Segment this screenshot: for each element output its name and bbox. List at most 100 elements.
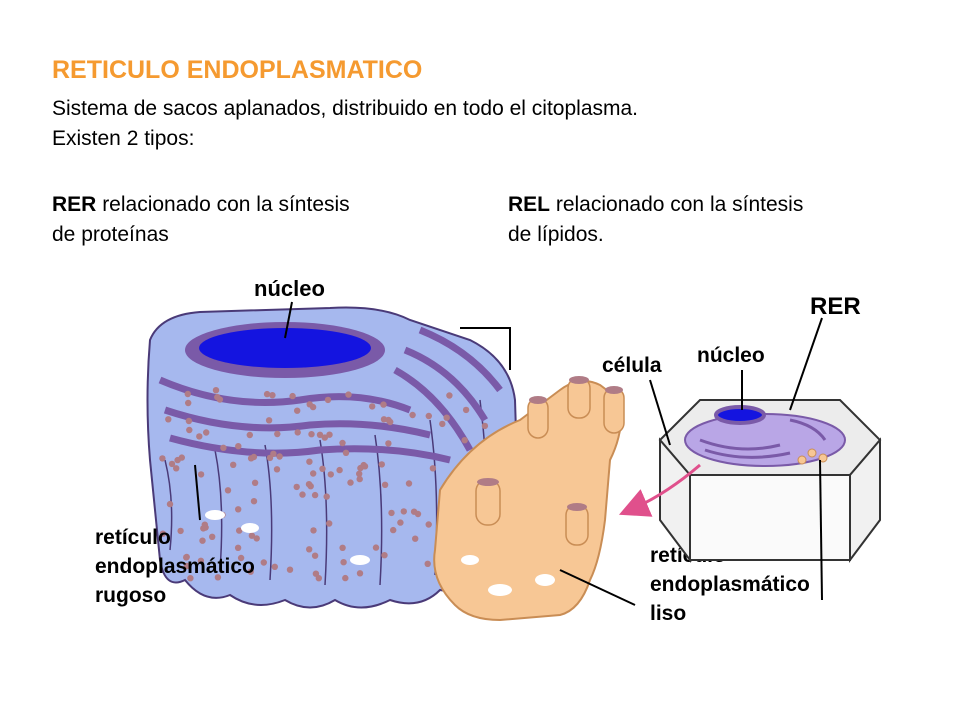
ribosome-dot: [381, 481, 389, 488]
ribosome-dot: [269, 392, 276, 399]
ribosome-dot: [462, 406, 470, 414]
ribosomes: [159, 387, 494, 582]
smooth-er-body: [433, 380, 623, 622]
ribosome-dot: [323, 493, 330, 500]
ribosome-dot: [186, 426, 193, 434]
ribosome-dot: [336, 466, 343, 474]
ribosome-dot: [159, 530, 167, 537]
ribosome-dot: [220, 444, 227, 451]
ribosome-dot: [224, 487, 232, 494]
ribosome-dot: [236, 527, 243, 534]
rel-abbr: REL: [508, 193, 550, 216]
label-nucleo-inset: núcleo: [697, 344, 765, 367]
ribosome-dot: [481, 422, 489, 430]
ribosome-dot: [165, 416, 172, 423]
ribosome-dot: [310, 470, 317, 477]
ribosome-dot: [214, 393, 221, 401]
ribosome-dot: [425, 412, 432, 420]
rer-description: RER relacionado con la síntesis de prote…: [52, 190, 350, 250]
ribosome-dot: [390, 526, 397, 534]
ribosome-dot: [356, 470, 363, 477]
rer-line-1-text: relacionado con la síntesis: [102, 193, 350, 216]
ribosome-dot: [385, 440, 392, 447]
ribosome-dot: [326, 520, 333, 527]
ribosome-dot: [253, 535, 260, 542]
ribosome-dot: [319, 465, 326, 472]
ribosome-dot: [372, 544, 380, 551]
ribosome-dot: [197, 557, 205, 564]
ribosome-dot: [168, 460, 176, 468]
ribosome-dot: [305, 481, 313, 488]
ribosome-dot: [235, 506, 242, 513]
ribosome-dot: [429, 465, 437, 472]
inset-cell: [658, 399, 882, 563]
rough-er-leader: [194, 464, 201, 521]
ribosome-dot: [311, 491, 319, 499]
ribosome-dot: [273, 466, 281, 473]
ribosome-dot: [234, 544, 242, 551]
rer-line-1: RER relacionado con la síntesis: [52, 190, 350, 220]
ribosome-dot: [270, 450, 277, 457]
ribosome-dot: [356, 475, 363, 483]
ribosome-dot: [339, 544, 346, 551]
ribosome-dot: [306, 401, 313, 408]
label-rough-er: retículo endoplasmático rugoso: [95, 526, 255, 607]
intro-line-1: Sistema de sacos aplanados, distribuido …: [52, 97, 639, 120]
zoom-arrow: [618, 463, 701, 517]
rel-description: REL relacionado con la síntesis de lípid…: [508, 190, 803, 250]
ribosome-dot: [187, 575, 194, 582]
ribosome-dot: [237, 554, 245, 562]
ribosome-dot: [274, 430, 281, 438]
ribosome-dot: [271, 563, 278, 570]
er-diagram: núcleo retículo endoplasmático rugoso re…: [95, 276, 882, 625]
ribosome-dot: [388, 509, 395, 517]
ribosome-dot: [289, 392, 296, 400]
label-nucleo-main: núcleo: [254, 276, 325, 301]
ribosome-dot: [311, 552, 319, 559]
rough-er-block: [146, 306, 522, 609]
ribosome-dot: [380, 401, 387, 408]
ribosome-dot: [197, 471, 205, 478]
ribosome-dot: [173, 465, 180, 472]
ribosome-dot: [412, 535, 419, 542]
ribosome-dot: [263, 390, 271, 398]
rel-line-2: de lípidos.: [508, 223, 604, 246]
ribosome-dot: [443, 414, 450, 421]
ribosome-dot: [397, 519, 404, 526]
ribosome-dot: [199, 537, 206, 544]
ribosome-dot: [446, 392, 453, 399]
ribosome-dot: [380, 416, 388, 423]
ribosome-dot: [294, 429, 301, 436]
ribosome-dot: [306, 458, 313, 465]
ribosome-dot: [293, 483, 300, 491]
ribosome-dot: [306, 546, 313, 553]
svg-text:endoplasmático: endoplasmático: [650, 573, 810, 596]
ribosome-dot: [196, 433, 203, 440]
ribosome-dot: [340, 559, 347, 566]
ribosome-dot: [327, 471, 334, 478]
ribosome-dot: [203, 429, 210, 436]
ribosome-dot: [166, 500, 174, 508]
smooth-er-block: [433, 376, 625, 622]
ribosome-dot: [294, 407, 301, 414]
ribosome-dot: [177, 527, 184, 535]
ribosome-dot: [183, 562, 191, 570]
ribosome-dot: [315, 575, 322, 582]
main-nucleus: [199, 328, 371, 368]
ribosome-dot: [425, 521, 432, 528]
svg-text:endoplasmático: endoplasmático: [95, 555, 255, 578]
ribosome-dot: [439, 420, 446, 428]
ribosome-dot: [345, 391, 352, 398]
slide-title: RETICULO ENDOPLASMATICO: [52, 56, 423, 84]
ribosome-dot: [247, 568, 254, 575]
ribosome-dot: [342, 574, 349, 582]
ribosome-dot: [356, 570, 364, 577]
ribosome-dot: [310, 527, 317, 534]
ribosome-dot: [405, 480, 413, 487]
ribosome-dot: [250, 453, 258, 461]
ribosome-dot: [159, 455, 166, 462]
label-rer-inset: RER: [810, 293, 861, 320]
bracket-leader: [460, 327, 511, 370]
ribosome-dot: [424, 560, 431, 567]
ribosome-dot: [378, 461, 385, 468]
